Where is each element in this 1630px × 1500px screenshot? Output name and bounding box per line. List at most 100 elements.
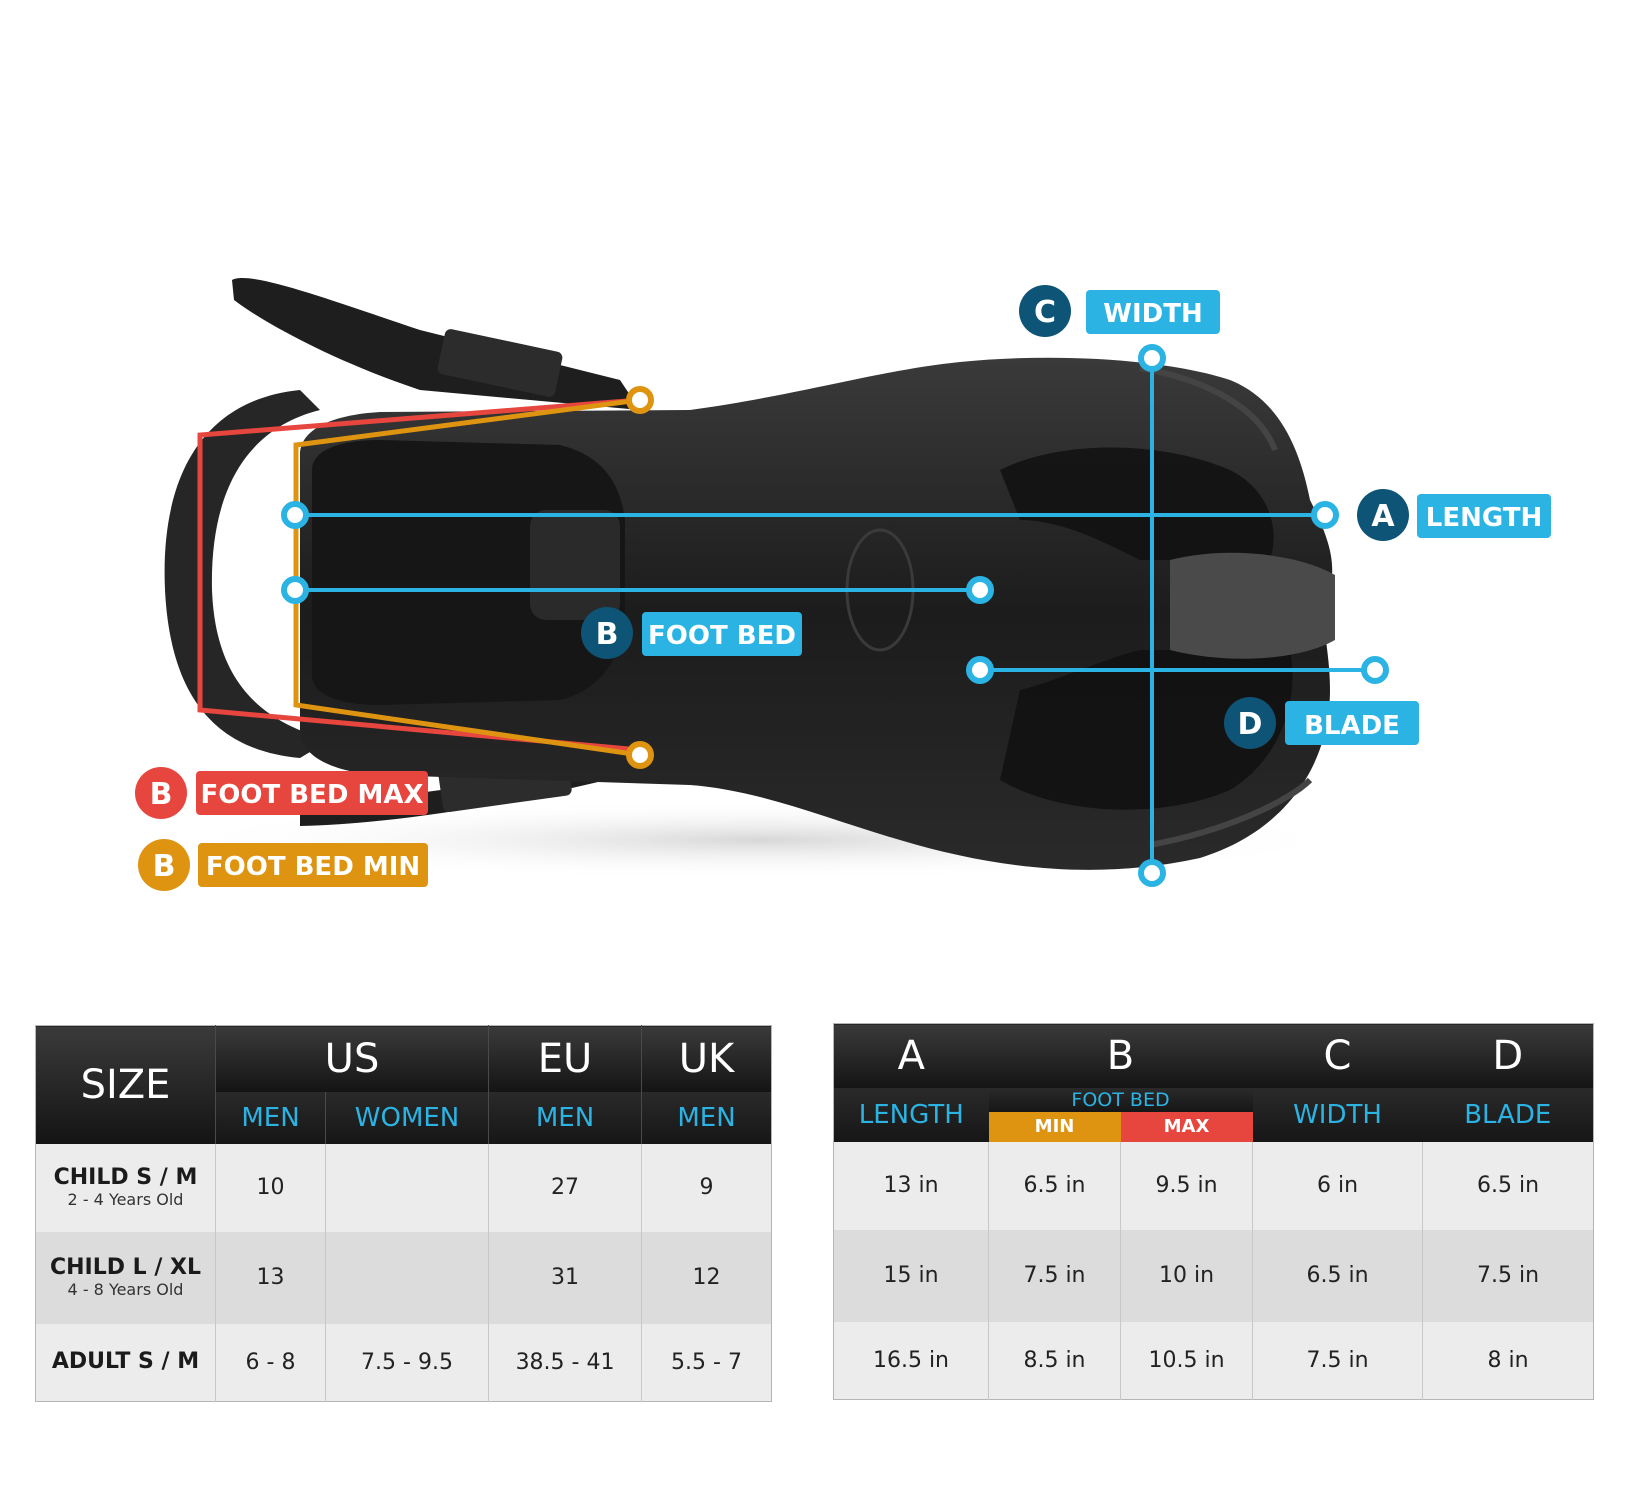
dim-max-cell: 10 in <box>1120 1229 1254 1322</box>
uk-men-cell: 5.5 - 7 <box>641 1323 772 1402</box>
dim-min-header: MIN <box>988 1111 1121 1142</box>
size-age: 4 - 8 Years Old <box>67 1279 184 1299</box>
dim-width-cell: 7.5 in <box>1252 1321 1424 1400</box>
length-label: A LENGTH <box>1357 489 1551 541</box>
eu-men-cell: 31 <box>488 1231 643 1324</box>
us-women-header: WOMEN <box>325 1091 490 1144</box>
foot-bed-min-outline <box>293 397 641 758</box>
us-women-cell: 7.5 - 9.5 <box>325 1323 490 1402</box>
dim-d-letter: D <box>1422 1023 1594 1088</box>
footbed-end-dot <box>966 576 994 604</box>
size-table: SIZE US EU UK MEN WOMEN MEN MEN CHILD S … <box>35 1025 773 1402</box>
fin-top-buckle <box>437 329 563 397</box>
dim-c-letter: C <box>1252 1023 1423 1088</box>
fin-rail-top <box>1139 365 1278 452</box>
fin-pocket-insert <box>530 510 620 620</box>
dim-min-cell: 8.5 in <box>988 1321 1121 1400</box>
svg-text:WIDTH: WIDTH <box>1103 299 1202 329</box>
fin-top-strap <box>232 278 640 410</box>
blade-start-dot <box>966 656 994 684</box>
fin-blade-panel-bottom <box>1000 650 1293 810</box>
foot-bed-bottom-dot <box>626 741 654 769</box>
dim-max-cell: 10.5 in <box>1120 1321 1254 1400</box>
footbed-start-dot <box>281 576 309 604</box>
uk-header: UK <box>641 1025 772 1092</box>
us-men-cell: 13 <box>215 1231 326 1324</box>
us-women-cell <box>325 1143 490 1232</box>
blade-end-dot <box>1361 656 1389 684</box>
svg-text:FOOT BED MIN: FOOT BED MIN <box>206 852 420 882</box>
foot-bed-max-outline <box>197 397 641 753</box>
dim-width-cell: 6 in <box>1252 1141 1424 1230</box>
fin-foot-pocket <box>312 440 625 705</box>
fin-blade-tip <box>1170 552 1335 659</box>
uk-men-cell: 12 <box>641 1231 772 1324</box>
dim-blade-cell: 7.5 in <box>1422 1229 1594 1322</box>
dim-max-cell: 9.5 in <box>1120 1141 1254 1230</box>
us-men-header: MEN <box>215 1091 326 1144</box>
uk-men-header: MEN <box>641 1091 772 1144</box>
dim-min-cell: 6.5 in <box>988 1141 1121 1230</box>
size-name-cell: CHILD S / M 2 - 4 Years Old <box>35 1143 216 1232</box>
size-name-cell: CHILD L / XL 4 - 8 Years Old <box>35 1231 216 1324</box>
dim-width-cell: 6.5 in <box>1252 1229 1424 1322</box>
dim-length-cell: 16.5 in <box>833 1321 989 1400</box>
us-header: US <box>215 1025 490 1092</box>
dim-width-header: WIDTH <box>1252 1087 1423 1142</box>
dim-min-cell: 7.5 in <box>988 1229 1121 1322</box>
svg-text:D: D <box>1238 707 1263 742</box>
size-name: CHILD S / M <box>53 1164 198 1190</box>
width-label: C WIDTH <box>1019 285 1220 337</box>
foot-bed-min-label: B FOOT BED MIN <box>138 839 428 891</box>
length-start-dot <box>281 501 309 529</box>
svg-text:A: A <box>1371 499 1395 534</box>
dim-a-letter: A <box>833 1023 989 1088</box>
svg-text:LENGTH: LENGTH <box>1426 503 1542 533</box>
svg-text:C: C <box>1034 295 1056 330</box>
us-women-cell <box>325 1231 490 1324</box>
fin-heel-strap <box>164 390 330 758</box>
size-name: CHILD L / XL <box>49 1254 202 1280</box>
foot-bed-max-label: B FOOT BED MAX <box>135 767 428 819</box>
size-age: 2 - 4 Years Old <box>67 1189 184 1209</box>
dim-blade-header: BLADE <box>1422 1087 1594 1142</box>
uk-men-cell: 9 <box>641 1143 772 1232</box>
eu-header: EU <box>488 1025 643 1092</box>
us-men-cell: 6 - 8 <box>215 1323 326 1402</box>
eu-men-cell: 27 <box>488 1143 643 1232</box>
length-end-dot <box>1311 501 1339 529</box>
table-row: ADULT S / M 6 - 8 7.5 - 9.5 38.5 - 41 5.… <box>35 1323 772 1402</box>
dimensions-table: A B C D LENGTH FOOT BED WIDTH BLADE MIN … <box>833 1023 1595 1400</box>
dim-foot-bed-header: FOOT BED <box>988 1087 1253 1112</box>
svg-text:B: B <box>596 617 619 652</box>
table-row: 13 in 6.5 in 9.5 in 6 in 6.5 in <box>833 1141 1594 1230</box>
size-header: SIZE <box>35 1025 216 1144</box>
dim-b-letter: B <box>988 1023 1253 1088</box>
size-name: ADULT S / M <box>51 1349 200 1375</box>
foot-bed-title: FOOT BED <box>1071 1088 1170 1111</box>
width-bottom-dot <box>1138 859 1166 887</box>
svg-text:B: B <box>153 849 176 884</box>
dim-length-header: LENGTH <box>833 1087 989 1142</box>
dim-length-cell: 15 in <box>833 1229 989 1322</box>
fin-blade-panel-top <box>1000 447 1274 560</box>
width-top-dot <box>1138 344 1166 372</box>
fin-rail-bottom <box>1149 777 1313 848</box>
table-row: 16.5 in 8.5 in 10.5 in 7.5 in 8 in <box>833 1321 1594 1400</box>
svg-text:BLADE: BLADE <box>1304 711 1400 741</box>
table-row: 15 in 7.5 in 10 in 6.5 in 7.5 in <box>833 1229 1594 1322</box>
blade-label: D BLADE <box>1224 697 1419 749</box>
dim-blade-cell: 6.5 in <box>1422 1141 1594 1230</box>
foot-bed-top-dot <box>626 386 654 414</box>
table-row: CHILD L / XL 4 - 8 Years Old 13 31 12 <box>35 1231 772 1324</box>
foot-bed-label: B FOOT BED <box>581 607 802 659</box>
dim-max-header: MAX <box>1120 1111 1253 1142</box>
dim-blade-cell: 8 in <box>1422 1321 1594 1400</box>
table-row: CHILD S / M 2 - 4 Years Old 10 27 9 <box>35 1143 772 1232</box>
dim-length-cell: 13 in <box>833 1141 989 1230</box>
svg-text:FOOT BED MAX: FOOT BED MAX <box>200 780 423 810</box>
svg-text:FOOT BED: FOOT BED <box>648 621 796 651</box>
svg-text:B: B <box>150 777 173 812</box>
eu-men-header: MEN <box>488 1091 643 1144</box>
eu-men-cell: 38.5 - 41 <box>488 1323 643 1402</box>
